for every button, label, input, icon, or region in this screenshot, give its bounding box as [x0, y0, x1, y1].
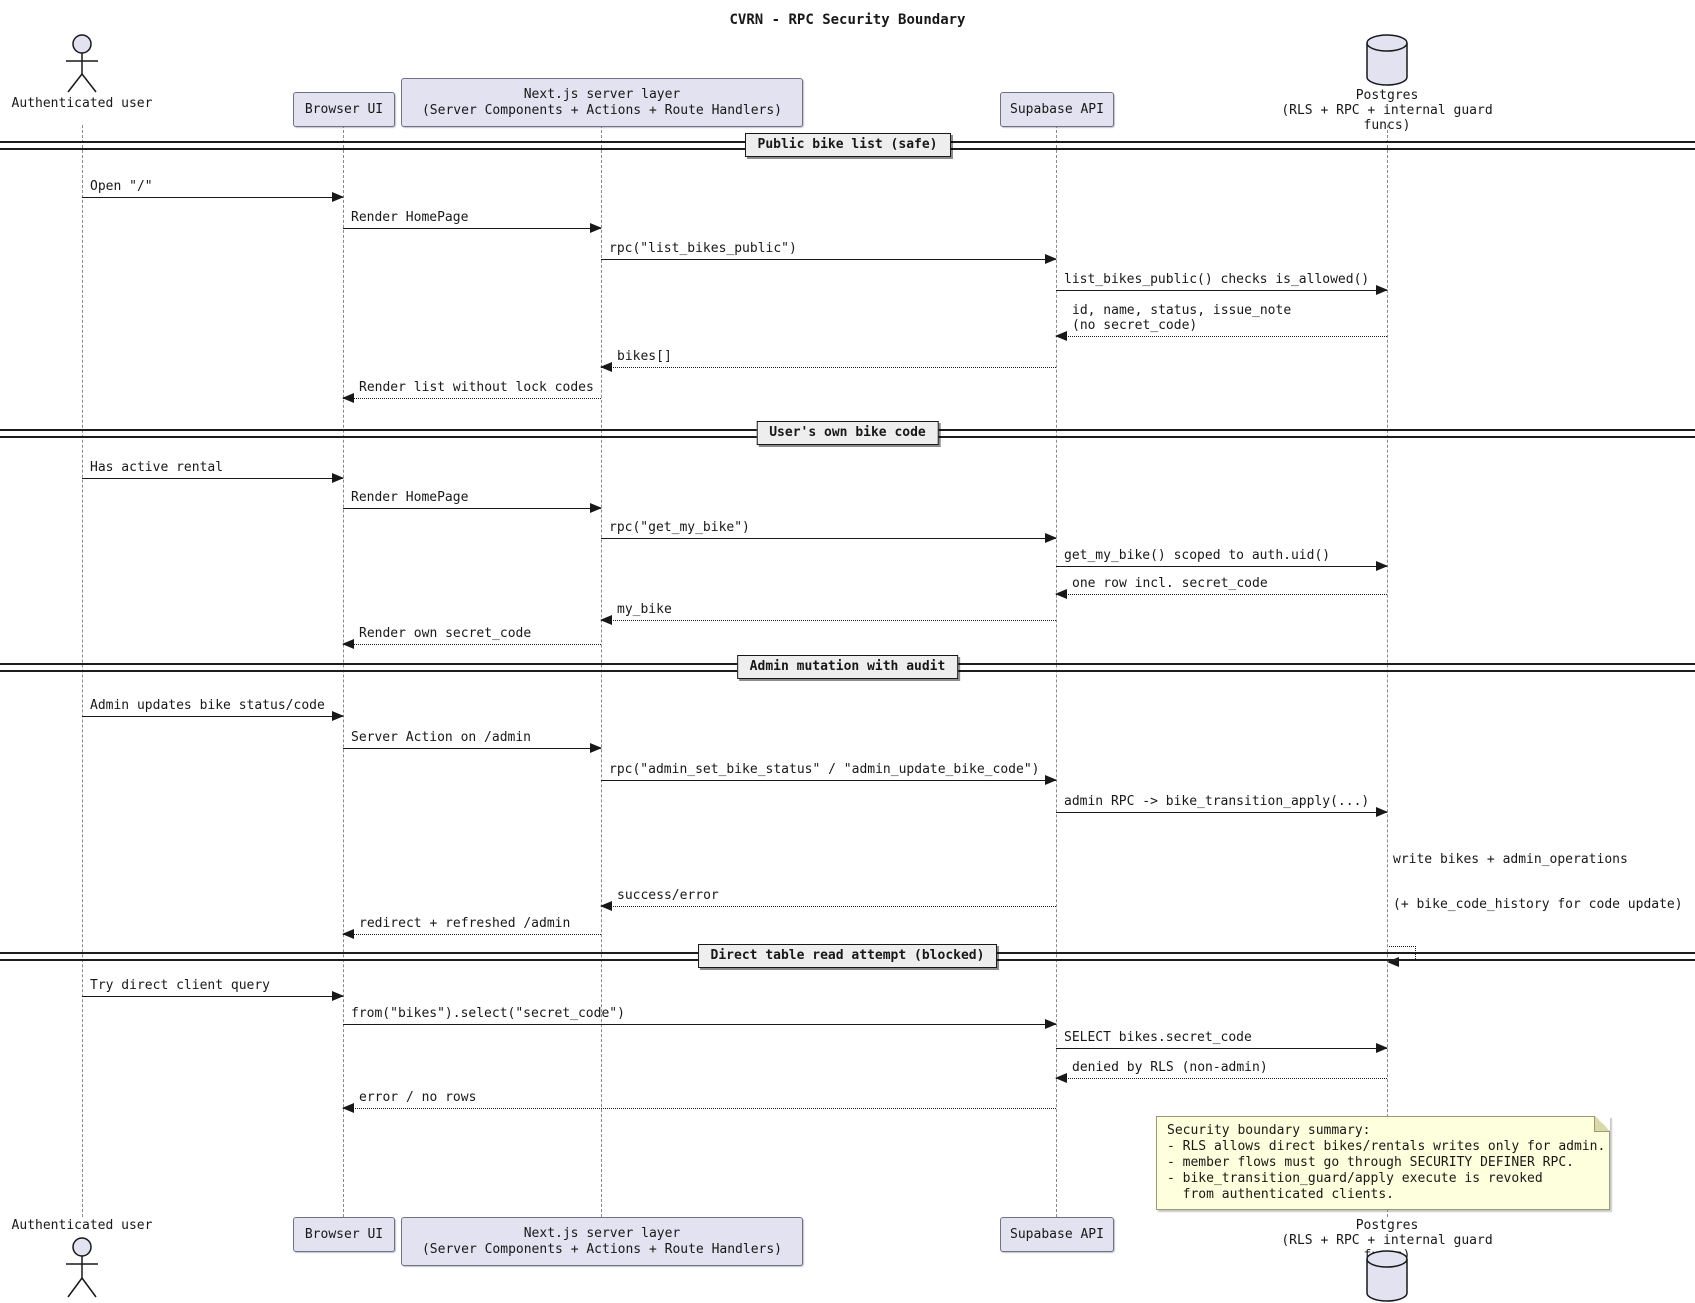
message-render-list-no-codes: Render list without lock codes — [342, 380, 601, 403]
participant-supabase-top: Supabase API — [1000, 92, 1114, 127]
arrowhead-right-icon — [1045, 254, 1057, 264]
arrowhead-left-icon — [342, 639, 354, 649]
message-server-action-admin: Server Action on /admin — [343, 730, 602, 753]
message-has-active-rental: Has active rental — [82, 460, 344, 483]
arrowhead-left-icon — [600, 362, 612, 372]
arrowhead-right-icon — [590, 743, 602, 753]
message-rpc-get-my-bike: rpc("get_my_bike") — [601, 520, 1057, 543]
arrowhead-right-icon — [1045, 1019, 1057, 1029]
arrowhead-left-icon — [342, 929, 354, 939]
arrowhead-right-icon — [332, 711, 344, 721]
divider-admin-mutation: Admin mutation with audit — [736, 655, 959, 679]
message-get-my-bike-scoped: get_my_bike() scoped to auth.uid() — [1056, 548, 1388, 571]
message-success-error: success/error — [600, 888, 1056, 911]
arrowhead-left-icon — [1055, 1073, 1067, 1083]
arrowhead-left-icon — [1055, 331, 1067, 341]
message-rpc-admin-set-status: rpc("admin_set_bike_status" / "admin_upd… — [601, 762, 1057, 785]
arrowhead-right-icon — [1376, 807, 1388, 817]
message-render-own-secret-code: Render own secret_code — [342, 626, 601, 649]
diagram-title: CVRN - RPC Security Boundary — [729, 12, 966, 28]
actor-icon — [62, 1236, 102, 1300]
participant-nextjs-top: Next.js server layer (Server Components … — [401, 78, 803, 127]
arrowhead-right-icon — [332, 473, 344, 483]
message-rpc-list-bikes-public: rpc("list_bikes_public") — [601, 241, 1057, 264]
participant-nextjs-bottom: Next.js server layer (Server Components … — [401, 1217, 803, 1266]
arrowhead-left-icon — [600, 901, 612, 911]
note-fold-icon — [1594, 1116, 1610, 1132]
security-note: Security boundary summary: - RLS allows … — [1156, 1116, 1610, 1210]
divider-direct-table-read: Direct table read attempt (blocked) — [697, 944, 998, 968]
participant-postgres-top-subtitle: (RLS + RPC + internal guard funcs) — [1281, 103, 1493, 133]
message-open-root: Open "/" — [82, 179, 344, 202]
arrowhead-right-icon — [1045, 775, 1057, 785]
message-redirect-refreshed-admin: redirect + refreshed /admin — [342, 916, 601, 939]
arrowhead-right-icon — [590, 223, 602, 233]
message-list-bikes-public-checks: list_bikes_public() checks is_allowed() — [1056, 272, 1388, 295]
arrowhead-left-icon — [342, 1103, 354, 1113]
participant-browser-ui-top: Browser UI — [293, 92, 395, 127]
message-from-bikes-select: from("bikes").select("secret_code") — [343, 1006, 1057, 1029]
participant-authenticated-user-bottom: Authenticated user — [11, 1218, 153, 1233]
actor-icon — [62, 34, 102, 94]
message-error-no-rows: error / no rows — [342, 1090, 1056, 1113]
participant-authenticated-user-top: Authenticated user — [11, 96, 153, 111]
divider-public-bike-list: Public bike list (safe) — [744, 133, 951, 157]
arrowhead-left-icon — [342, 393, 354, 403]
message-render-homepage: Render HomePage — [343, 210, 602, 233]
message-admin-updates: Admin updates bike status/code — [82, 698, 344, 721]
arrowhead-right-icon — [332, 192, 344, 202]
arrowhead-right-icon — [590, 503, 602, 513]
participant-postgres-top: Postgres — [1355, 88, 1419, 103]
arrowhead-left-icon — [1387, 957, 1399, 967]
message-my-bike: my_bike — [600, 602, 1056, 625]
message-one-row-secret-code: one row incl. secret_code — [1055, 576, 1387, 599]
message-select-secret-code: SELECT bikes.secret_code — [1056, 1030, 1388, 1053]
database-icon — [1365, 1250, 1409, 1302]
arrowhead-right-icon — [332, 991, 344, 1001]
database-icon — [1365, 34, 1409, 86]
arrowhead-right-icon — [1376, 285, 1388, 295]
arrowhead-right-icon — [1045, 533, 1057, 543]
message-return-columns: id, name, status, issue_note(no secret_c… — [1055, 303, 1387, 341]
message-return-bikes: bikes[] — [600, 349, 1056, 372]
message-admin-rpc-transition-apply: admin RPC -> bike_transition_apply(...) — [1056, 794, 1388, 817]
self-message-postgres-write: write bikes + admin_operations (+ bike_c… — [1387, 822, 1683, 967]
divider-users-own-bike-code: User's own bike code — [756, 421, 939, 445]
message-try-direct-client-query: Try direct client query — [82, 978, 344, 1001]
message-render-homepage-2: Render HomePage — [343, 490, 602, 513]
arrowhead-right-icon — [1376, 1043, 1388, 1053]
arrowhead-right-icon — [1376, 561, 1388, 571]
arrowhead-left-icon — [600, 615, 612, 625]
participant-browser-ui-bottom: Browser UI — [293, 1217, 395, 1252]
arrowhead-left-icon — [1055, 589, 1067, 599]
message-denied-by-rls: denied by RLS (non-admin) — [1055, 1060, 1387, 1083]
participant-supabase-bottom: Supabase API — [1000, 1217, 1114, 1252]
participant-postgres-bottom: Postgres — [1355, 1218, 1419, 1233]
